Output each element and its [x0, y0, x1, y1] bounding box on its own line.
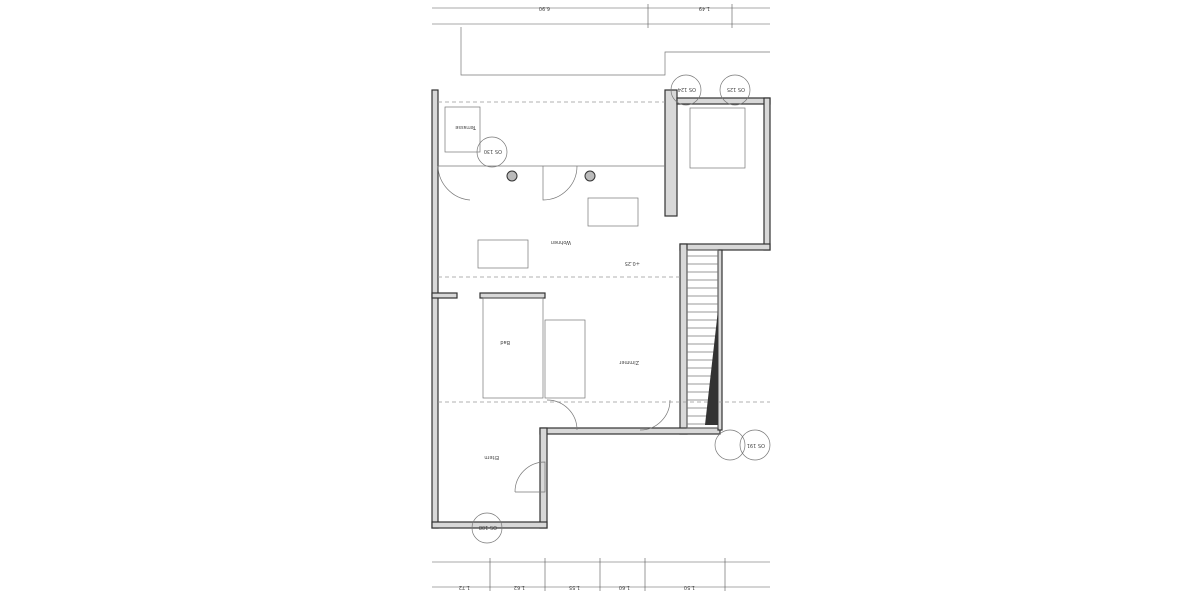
top-dimension-label: 1.49 [699, 5, 710, 11]
column [584, 170, 596, 182]
top-dimension-label: 6.90 [539, 5, 550, 11]
marker-label: OS 108 [479, 524, 497, 530]
room-label-bath: Bad [500, 339, 510, 345]
room-label-terrace: Terrasse [455, 124, 477, 130]
room-label-room: Zimmer [618, 359, 639, 365]
room-label-living: Wohnen [551, 239, 571, 245]
marker-label: OS 124 [678, 86, 696, 92]
bottom-dimension-label: 1.60 [619, 584, 630, 590]
marker-label: OS 130 [484, 148, 502, 154]
walls [431, 89, 771, 529]
stair-dark-fill [705, 310, 718, 425]
marker-label: OS 125 [727, 86, 745, 92]
bottom-dimension-label: 1.72 [459, 584, 470, 590]
bottom-dimension-lines [432, 558, 770, 591]
bottom-dimension-label: 1.62 [514, 584, 525, 590]
storage-room [544, 319, 586, 399]
top-dimension-lines [432, 4, 770, 28]
bottom-dimension-label: 1.55 [569, 584, 580, 590]
bottom-dimension-label: 1.50 [684, 584, 695, 590]
level-marker: +0.25 [625, 260, 640, 266]
upper-outline [460, 27, 770, 76]
furniture [444, 106, 746, 269]
column [506, 170, 518, 182]
door-swings [437, 165, 671, 493]
room-label-bedroom: Eltern [484, 454, 499, 460]
marker-label: OS 191 [747, 442, 765, 448]
staircase [686, 249, 719, 429]
bathroom [482, 297, 544, 399]
marker-circles [471, 74, 771, 544]
